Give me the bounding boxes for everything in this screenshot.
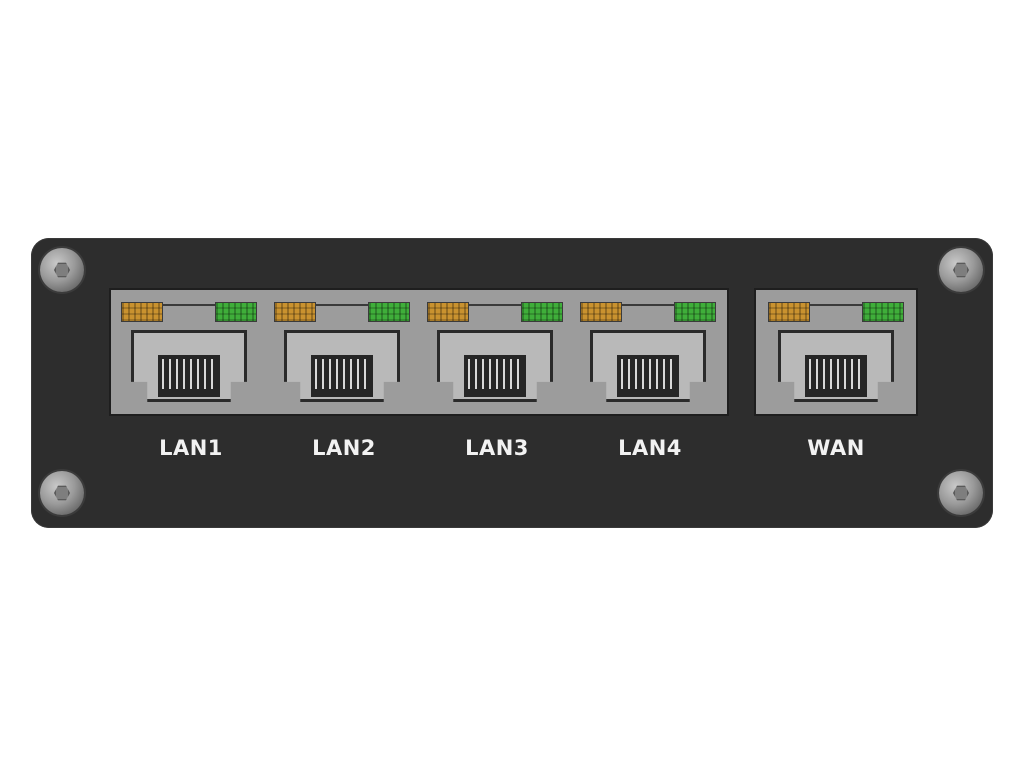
lan2-label: LAN2: [312, 436, 376, 460]
rj45-socket-icon: [284, 330, 400, 402]
rj45-socket-icon: [437, 330, 553, 402]
wan-activity-led: [768, 302, 810, 322]
wan-port-group: [754, 288, 918, 416]
lan4-port[interactable]: [574, 294, 722, 412]
rj45-socket-icon: [590, 330, 706, 402]
lan2-port[interactable]: [268, 294, 416, 412]
screw-icon: [40, 471, 84, 515]
lan1-port[interactable]: [115, 294, 263, 412]
lan1-link-led: [215, 302, 257, 322]
lan3-activity-led: [427, 302, 469, 322]
router-front-panel: LAN1 LAN2 LAN3 LAN4 WAN: [31, 238, 993, 528]
lan4-label: LAN4: [618, 436, 682, 460]
lan2-activity-led: [274, 302, 316, 322]
lan3-port[interactable]: [421, 294, 569, 412]
lan3-link-led: [521, 302, 563, 322]
wan-link-led: [862, 302, 904, 322]
wan-port[interactable]: [762, 294, 910, 412]
lan1-activity-led: [121, 302, 163, 322]
lan-port-group: [109, 288, 729, 416]
lan1-label: LAN1: [159, 436, 223, 460]
lan4-link-led: [674, 302, 716, 322]
lan3-label: LAN3: [465, 436, 529, 460]
rj45-socket-icon: [778, 330, 894, 402]
lan2-link-led: [368, 302, 410, 322]
screw-icon: [939, 248, 983, 292]
wan-label: WAN: [807, 436, 865, 460]
lan4-activity-led: [580, 302, 622, 322]
rj45-socket-icon: [131, 330, 247, 402]
screw-icon: [939, 471, 983, 515]
screw-icon: [40, 248, 84, 292]
